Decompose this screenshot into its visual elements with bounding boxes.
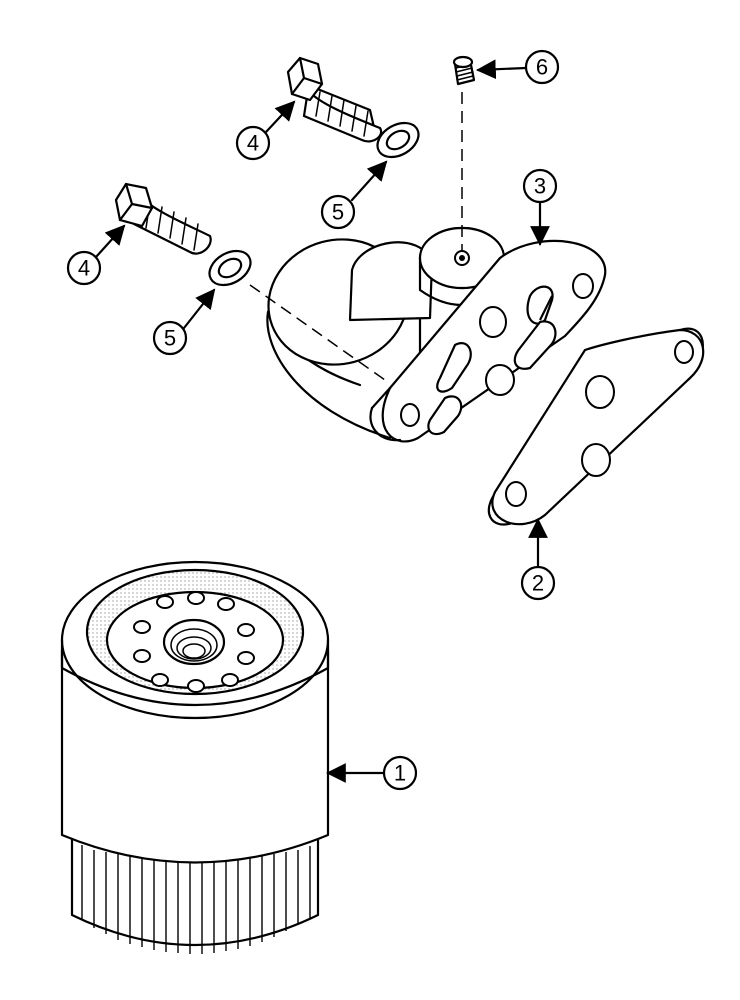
bolt-centerline [249, 284, 386, 381]
callout-6-circle [524, 49, 560, 85]
callout-5-upper: 5 [332, 200, 344, 225]
callout-6: 6 [536, 55, 548, 80]
callout-3-circle [522, 168, 558, 204]
callout-4-lower-circle [66, 250, 102, 286]
callout-3: 3 [534, 174, 546, 199]
bolt-upper [286, 56, 383, 143]
callout-5-lower-circle [152, 320, 188, 356]
filter-adapter [266, 226, 607, 443]
bolt-lower [114, 182, 212, 255]
callout-1-circle [382, 755, 418, 791]
plug [452, 55, 476, 86]
filter-knurl-ridges [81, 845, 311, 954]
callout-4-upper-circle [235, 125, 271, 161]
washer-upper [376, 121, 420, 159]
callout-4-lower: 4 [78, 256, 90, 281]
callout-5-upper-circle [320, 194, 356, 230]
gasket [487, 327, 705, 526]
callout-2: 2 [532, 571, 544, 596]
washer-lower [208, 249, 252, 287]
filter-inlet-holes [133, 591, 255, 693]
callout-2-circle [520, 565, 556, 601]
oil-filter [60, 560, 330, 954]
callout-5-lower: 5 [164, 326, 176, 351]
callout-1: 1 [394, 761, 406, 786]
callout-4-upper: 4 [247, 131, 259, 156]
